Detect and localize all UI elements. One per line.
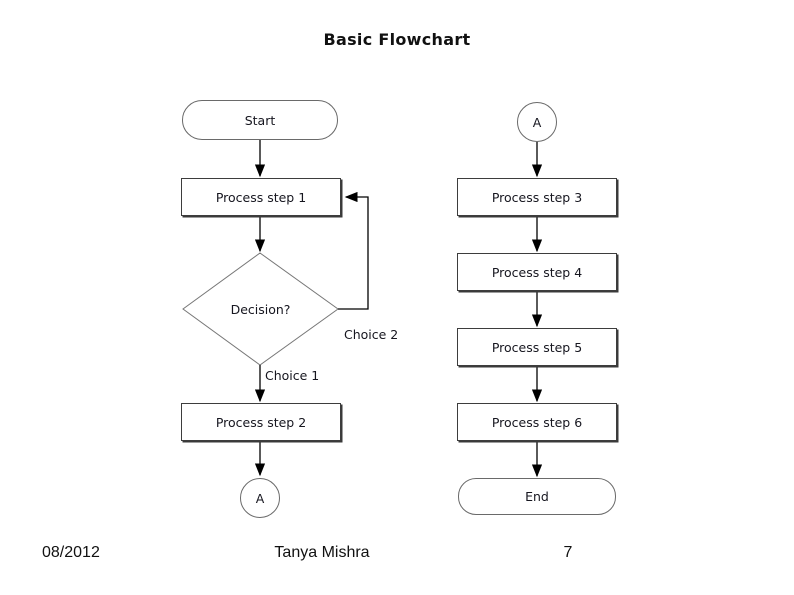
footer-date: 08/2012 <box>42 544 100 561</box>
edge-label-choice-1: Choice 1 <box>265 368 320 383</box>
node-process-step-1: Process step 1 <box>181 178 341 216</box>
node-process-step-3: Process step 3 <box>457 178 617 216</box>
node-start: Start <box>182 100 338 140</box>
node-process-step-2: Process step 2 <box>181 403 341 441</box>
slide-title: Basic Flowchart <box>323 30 471 49</box>
edge-label-choice-2: Choice 2 <box>344 327 399 342</box>
node-decision-label: Decision? <box>230 302 291 317</box>
node-process-step-4-label: Process step 4 <box>491 264 583 280</box>
node-process-step-4: Process step 4 <box>457 253 617 291</box>
node-connector-a-right: A <box>517 102 557 142</box>
node-end: End <box>458 478 616 515</box>
node-process-step-6-label: Process step 6 <box>491 414 583 430</box>
node-connector-a-left-label: A <box>255 490 265 506</box>
node-process-step-2-label: Process step 2 <box>215 414 307 430</box>
footer-author: Tanya Mishra <box>274 544 370 561</box>
node-connector-a-left: A <box>240 478 280 518</box>
node-process-step-5: Process step 5 <box>457 328 617 366</box>
node-start-label: Start <box>244 112 276 128</box>
footer-page-number: 7 <box>563 544 573 561</box>
edge-decision-loop-to-process1 <box>338 191 369 310</box>
node-process-step-5-label: Process step 5 <box>491 339 583 355</box>
node-process-step-6: Process step 6 <box>457 403 617 441</box>
node-process-step-3-label: Process step 3 <box>491 189 583 205</box>
node-end-label: End <box>525 489 549 504</box>
node-process-step-1-label: Process step 1 <box>215 189 307 205</box>
node-connector-a-right-label: A <box>532 114 542 130</box>
